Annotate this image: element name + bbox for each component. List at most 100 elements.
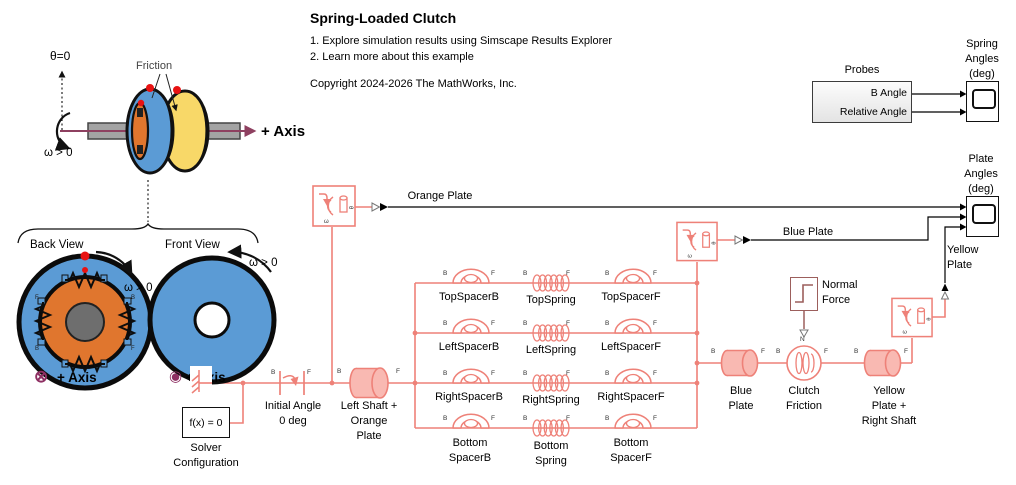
svg-text:ω: ω (902, 330, 907, 336)
clutch-friction-block[interactable] (782, 342, 826, 384)
port-f: F (396, 368, 400, 375)
blue-plate-block[interactable] (717, 345, 763, 381)
solver-configuration-block[interactable]: f(x) = 0 (182, 407, 230, 438)
port-f: F (307, 369, 311, 376)
back-view-title: Back View (30, 239, 84, 251)
block-right-spring[interactable] (531, 374, 571, 392)
back-view-drawing: F B B F (16, 250, 154, 391)
block-left-spring[interactable] (531, 324, 571, 342)
yellow-plate-signal-label[interactable]: Yellow Plate (947, 244, 979, 271)
svg-text:ω: ω (687, 254, 692, 260)
block-bottom-spacer-b[interactable] (451, 411, 491, 431)
port-f: F (566, 270, 570, 277)
probes-block[interactable]: B Angle Relative Angle (812, 81, 912, 123)
yellow-plate-motion-sensor[interactable]: θ ω (891, 297, 933, 338)
scope-screen-icon (972, 89, 996, 109)
port-b: B (605, 415, 610, 422)
axis-out-of-page-icon: ◉ (169, 368, 183, 385)
port-f: F (491, 320, 495, 327)
port-f: F (904, 348, 908, 355)
left-spacer-b-label: LeftSpacerB (438, 341, 500, 353)
port-b: B (443, 270, 448, 277)
port-f: F (566, 320, 570, 327)
blue-plate-signal-label[interactable]: Blue Plate (782, 226, 834, 238)
block-top-spring[interactable] (531, 274, 571, 292)
scope-screen-icon (972, 204, 996, 224)
right-spacer-b-label: RightSpacerB (435, 391, 503, 403)
ps-converter-triangles[interactable] (371, 202, 950, 339)
port-b: B (605, 370, 610, 377)
port-b: B (711, 348, 716, 355)
plate-angles-scope[interactable] (966, 196, 999, 237)
port-f: F (491, 415, 495, 422)
views-brace (17, 222, 259, 244)
normal-force-block[interactable] (790, 277, 818, 311)
block-right-spacer-f[interactable] (613, 366, 653, 386)
initial-angle-block[interactable] (274, 368, 310, 398)
top-spacer-f-label: TopSpacerF (601, 291, 661, 303)
port-b: B (443, 320, 448, 327)
normal-force-label: Normal Force (822, 279, 858, 306)
red-marker-hub (137, 99, 145, 107)
back-spring-port-f2: F (131, 346, 135, 352)
probes-block-label: Probes (844, 64, 880, 76)
block-left-spacer-b[interactable] (451, 316, 491, 336)
right-spring-label: RightSpring (522, 394, 580, 406)
port-b: B (337, 368, 342, 375)
front-view-drawing (147, 244, 277, 385)
yellow-plate-right-shaft-block[interactable] (860, 345, 906, 381)
rotational-reference-block[interactable] (190, 366, 212, 396)
friction-pointer-lines (151, 73, 176, 110)
page-title: Spring-Loaded Clutch (310, 10, 457, 26)
block-top-spacer-f[interactable] (613, 266, 653, 286)
port-b: B (443, 415, 448, 422)
clutch-illustration: F B B F (16, 70, 277, 391)
svg-text:θ: θ (924, 318, 930, 321)
signal-lines[interactable] (388, 93, 960, 283)
port-f: F (566, 370, 570, 377)
port-b: B (854, 348, 859, 355)
block-top-spacer-b[interactable] (451, 266, 491, 286)
port-f: F (566, 415, 570, 422)
top-spacer-b-label: TopSpacerB (439, 291, 499, 303)
port-f: F (824, 348, 828, 355)
block-left-spacer-f[interactable] (613, 316, 653, 336)
probes-out-b-angle: B Angle (870, 87, 907, 99)
port-f: F (653, 370, 657, 377)
back-axis-label: + Axis (57, 370, 97, 385)
yellow-plate-right-shaft-label: Yellow Plate + Right Shaft (861, 385, 917, 427)
port-n: N (800, 336, 805, 343)
annotation-step-1[interactable]: 1. Explore simulation results using Sims… (310, 35, 613, 47)
back-spring-port-f: F (35, 295, 39, 301)
front-view-title: Front View (165, 239, 220, 251)
copyright-text: Copyright 2024-2026 The MathWorks, Inc. (310, 78, 517, 90)
port-b: B (776, 348, 781, 355)
spring-angles-scope-label: Spring Angles (deg) (965, 38, 999, 80)
omega-rotation-arrow (54, 111, 71, 151)
annotation-step-2[interactable]: 2. Learn more about this example (310, 51, 474, 63)
block-bottom-spacer-f[interactable] (613, 411, 653, 431)
orange-plate-motion-sensor[interactable]: θ ω (312, 185, 356, 227)
port-b: B (523, 370, 528, 377)
block-bottom-spring[interactable] (531, 419, 571, 437)
blue-plate-motion-sensor[interactable]: θ ω (676, 221, 718, 262)
solver-icon-text: f(x) = 0 (189, 416, 223, 429)
block-right-spacer-b[interactable] (451, 366, 491, 386)
left-shaft-orange-plate-block[interactable] (345, 363, 395, 403)
orange-plate-signal-label[interactable]: Orange Plate (407, 190, 473, 202)
spring-angles-scope[interactable] (966, 81, 999, 122)
port-f: F (653, 320, 657, 327)
back-spring-port-b: B (35, 346, 39, 352)
left-shaft-orange-plate-label: Left Shaft + Orange Plate (340, 400, 398, 442)
solver-configuration-label: Solver Configuration (173, 442, 239, 469)
bottom-spacer-b-label: Bottom SpacerB (448, 437, 492, 464)
red-marker-yellow-plate (173, 86, 181, 94)
port-f: F (491, 370, 495, 377)
port-f: F (761, 348, 765, 355)
plate-angles-scope-label: Plate Angles (deg) (964, 153, 998, 195)
signal-arrowheads (380, 90, 967, 291)
axis-label-3d: + Axis (261, 123, 306, 140)
port-f: F (491, 270, 495, 277)
